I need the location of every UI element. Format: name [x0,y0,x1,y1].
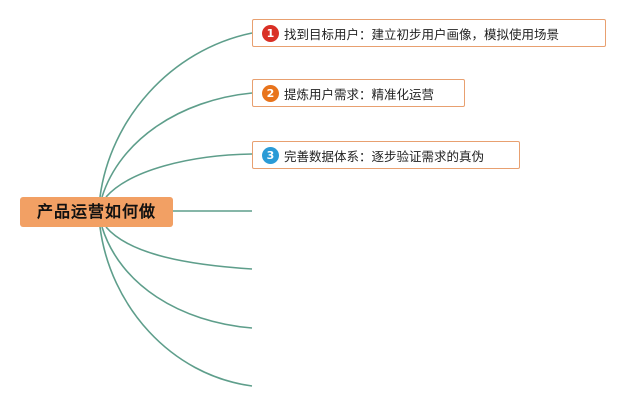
subtopic-2: 2 提炼用户需求：精准化运营 [252,79,465,107]
subtopic-label: 提炼用户需求：精准化运营 [284,86,435,102]
subtopic-3: 3 完善数据体系：逐步验证需求的真伪 [252,141,520,169]
subtopic-label: 完善数据体系：逐步验证需求的真伪 [284,148,485,164]
branch-line-1 [99,32,253,198]
branch-line-5 [105,226,253,270]
branch-line-7 [99,226,253,387]
root-topic: 产品运营如何做 [20,197,173,227]
subtopic-1: 1 找到目标用户：建立初步用户画像，模拟使用场景 [252,19,606,47]
number-badge: 2 [262,84,279,102]
branch-line-6 [101,226,253,329]
subtopic-label: 找到目标用户：建立初步用户画像，模拟使用场景 [284,26,560,42]
branch-line-3 [105,153,253,198]
branch-line-2 [101,92,253,198]
number-badge: 3 [262,146,279,164]
number-badge: 1 [262,24,279,42]
